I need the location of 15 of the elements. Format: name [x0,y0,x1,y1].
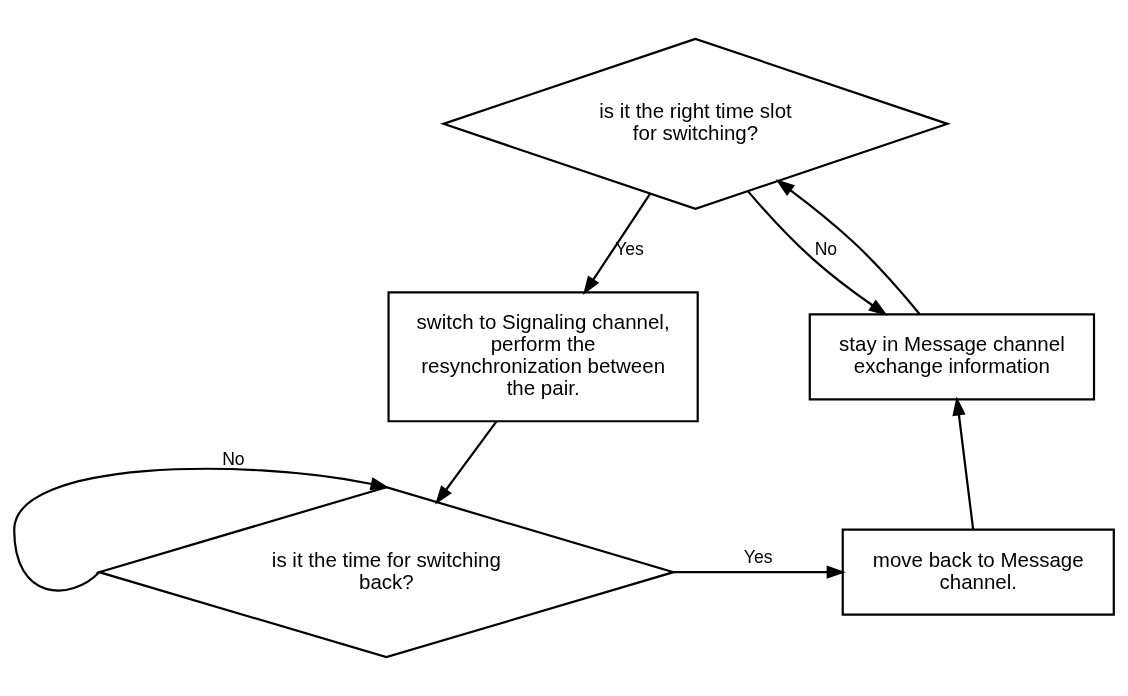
arrow [583,193,652,296]
node-box: switch to Signaling channel, perform the resynchronization between the pair. [387,291,699,423]
edge-label: Yes [743,546,773,567]
arrow [435,420,498,505]
arrow [775,179,921,315]
arrow [747,190,888,316]
edge-label: No [222,448,245,469]
edge-label: No [814,239,838,260]
node-box: stay in Message channel exchange information [808,313,1096,401]
arrow [952,396,975,530]
node-box: move back to Message channel. [841,528,1115,616]
edge-label: Yes [615,239,644,260]
arrow [13,467,390,592]
node-diamond: is it the right time slot for switching? [440,37,951,210]
arrow [673,565,846,579]
